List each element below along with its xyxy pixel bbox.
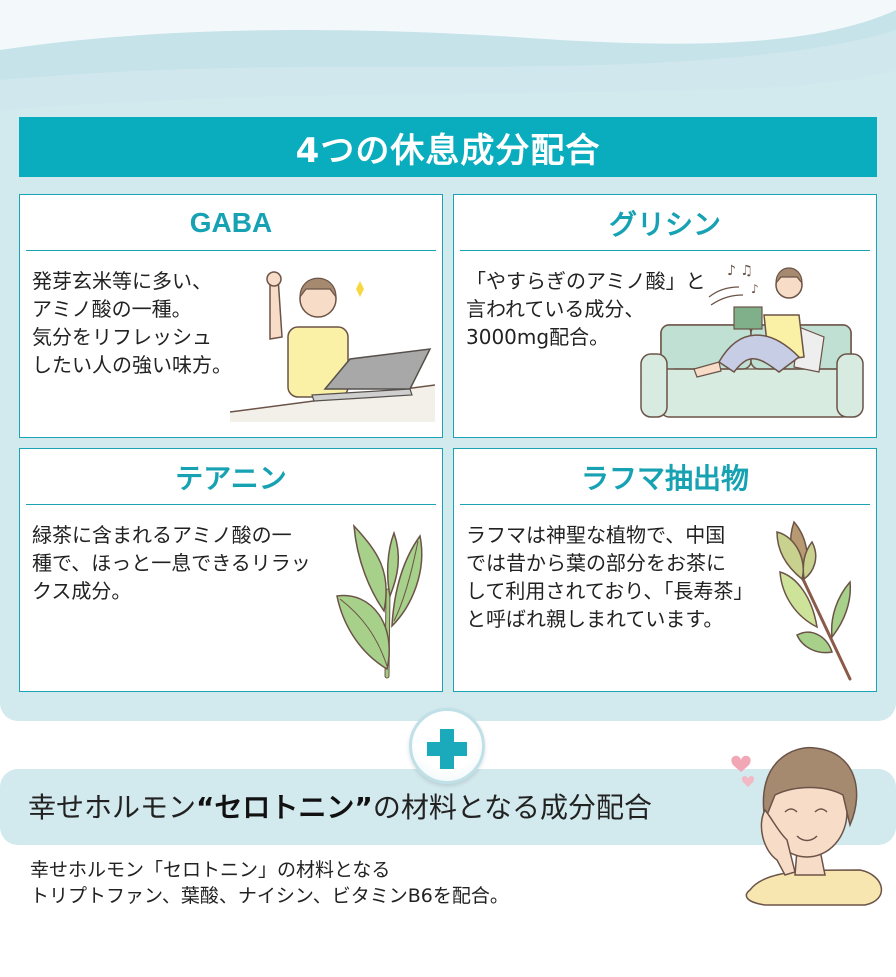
card-title: グリシン: [460, 195, 870, 251]
heart-icon: [731, 755, 751, 772]
heart-icon: [741, 776, 755, 787]
wave-decoration: [0, 0, 896, 120]
card-title: テアニン: [26, 449, 436, 505]
card-description: 緑茶に含まれるアミノ酸の一 種で、ほっと一息できるリラッ クス成分。: [32, 523, 311, 603]
ingredient-card-glycine: グリシン 「やすらぎのアミノ酸」と 言われている成分、 3000mg配合。 ♪ …: [453, 194, 877, 438]
card-description: 「やすらぎのアミノ酸」と 言われている成分、 3000mg配合。: [466, 269, 706, 349]
ingredient-card-theanine: テアニン 緑茶に含まれるアミノ酸の一 種で、ほっと一息できるリラッ クス成分。: [19, 448, 443, 692]
serotonin-heading: 幸せホルモン“セロトニン”の材料となる成分配合: [28, 786, 652, 826]
happy-woman-illustration: [731, 746, 883, 906]
card-title: GABA: [26, 195, 436, 251]
serotonin-description: 幸せホルモン「セロトニン」の材料となる トリプトファン、葉酸、ナイシン、ビタミン…: [30, 857, 509, 909]
woman-laptop-illustration: [230, 271, 435, 422]
heading-text: の材料となる成分配合: [372, 791, 652, 824]
rafuma-leaf-illustration: [776, 520, 852, 681]
svg-text:♪ ♫: ♪ ♫: [727, 263, 753, 279]
heading-emphasis: “セロトニン”: [196, 791, 373, 824]
tea-leaf-illustration: [336, 523, 423, 679]
page-title: 4つの休息成分配合: [295, 130, 601, 171]
description-line: トリプトファン、葉酸、ナイシン、ビタミンB6を配合。: [30, 885, 509, 907]
card-title: ラフマ抽出物: [460, 449, 870, 505]
ingredient-card-gaba: GABA 発芽玄米等に多い、 アミノ酸の一種。 気分をリフレッシュ したい人の強…: [19, 194, 443, 438]
description-line: 幸せホルモン「セロトニン」の材料となる: [30, 859, 391, 881]
heading-text: 幸せホルモン: [28, 791, 197, 824]
card-description: 発芽玄米等に多い、 アミノ酸の一種。 気分をリフレッシュ したい人の強い味方。: [32, 269, 232, 377]
plus-icon: [409, 708, 485, 784]
svg-text:♪: ♪: [751, 282, 759, 296]
ingredient-card-rafuma: ラフマ抽出物 ラフマは神聖な植物で、中国 では昔から葉の部分をお茶に して利用さ…: [453, 448, 877, 692]
title-banner: 4つの休息成分配合: [19, 117, 877, 177]
card-description: ラフマは神聖な植物で、中国 では昔から葉の部分をお茶に して利用されており、「長…: [466, 523, 754, 631]
woman-sofa-illustration: ♪ ♫ ♪: [640, 263, 864, 418]
